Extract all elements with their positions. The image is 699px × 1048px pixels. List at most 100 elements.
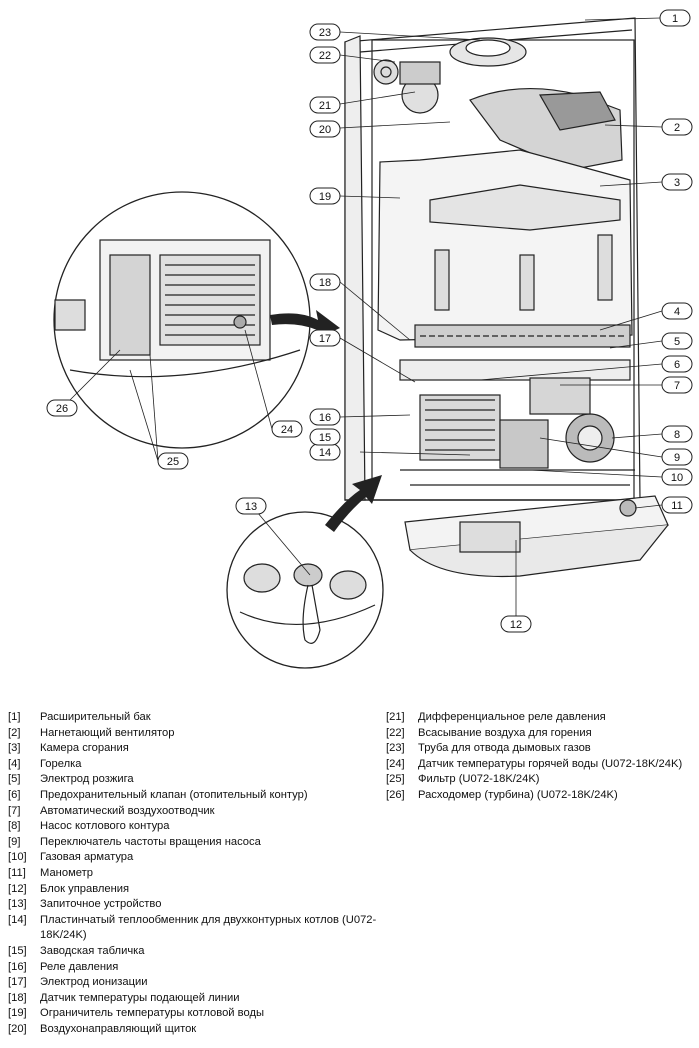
legend-number: [15] [8, 944, 27, 957]
svg-text:5: 5 [674, 336, 680, 348]
callout-17: 17 [309, 329, 341, 347]
svg-text:9: 9 [674, 452, 680, 464]
callout-12: 12 [500, 615, 532, 633]
legend-number: [9] [8, 835, 21, 848]
combustion-chamber [377, 149, 633, 341]
legend-item: [3] Камера сгорания [8, 741, 378, 757]
leader-lines [61, 17, 663, 616]
svg-text:14: 14 [319, 447, 331, 459]
legend-description: Дифференциальное реле давления [418, 711, 606, 723]
svg-text:2: 2 [674, 122, 680, 134]
legend-item: [24]Датчик температуры горячей воды (U07… [386, 757, 696, 773]
burner [414, 324, 631, 348]
legend-item: [11]Манометр [8, 866, 378, 882]
legend-item: [21]Дифференциальное реле давления [386, 710, 696, 726]
legend-number: [25] [386, 773, 405, 786]
legend-description: Электрод ионизации [40, 976, 148, 989]
legend-description: Электрод розжига [40, 773, 134, 786]
legend-number: [3] [8, 742, 21, 755]
callout-1: 1 [659, 9, 691, 27]
callout-6: 6 [661, 355, 693, 373]
svg-text:17: 17 [319, 333, 331, 345]
callout-7: 7 [661, 376, 693, 394]
legend-item: [5]Электрод розжига [8, 772, 378, 788]
legend-item: [13] Запиточное устройство [8, 897, 378, 913]
callout-21: 21 [309, 96, 341, 114]
callout-10: 10 [661, 468, 693, 486]
legend-description: Ограничитель температуры котловой воды [40, 1007, 265, 1020]
legend-item: [10]Газовая арматура [8, 850, 378, 866]
legend-number: [11] [8, 866, 26, 879]
legend-description: Датчик температуры подающей линии [40, 991, 240, 1004]
svg-text:12: 12 [510, 619, 522, 631]
callout-24: 24 [271, 420, 303, 438]
callout-23: 23 [309, 23, 341, 41]
legend-description: Пластинчатый теплообменник для двухконту… [40, 913, 377, 942]
legend-right-column: [21]Дифференциальное реле давления[22] Вс… [386, 710, 696, 804]
legend-number: [8] [8, 820, 21, 833]
legend-item: [19]Ограничитель температуры котловой во… [8, 1006, 378, 1022]
svg-text:24: 24 [281, 424, 293, 436]
callout-5: 5 [661, 332, 693, 350]
svg-text:4: 4 [674, 306, 680, 318]
legend-item: [25]Фильтр (U072-18K/24K) [386, 772, 696, 788]
legend-item: [6]Предохранительный клапан (отопительны… [8, 788, 378, 804]
svg-text:18: 18 [319, 277, 331, 289]
svg-text:13: 13 [245, 501, 257, 513]
flue-outlet [373, 37, 527, 85]
legend-description: Автоматический воздухоотводчик [40, 804, 215, 817]
svg-text:20: 20 [319, 124, 331, 136]
svg-text:15: 15 [319, 432, 331, 444]
svg-text:23: 23 [319, 27, 331, 39]
legend-item: [2] Нагнетающий вентилятор [8, 726, 378, 742]
legend-description: Труба для отвода дымовых газов [418, 742, 591, 755]
svg-text:19: 19 [319, 191, 331, 203]
legend-description: Переключатель частоты вращения насоса [40, 835, 261, 848]
legend-description: Запиточное устройство [40, 898, 162, 911]
callout-4: 4 [661, 302, 693, 320]
legend-number: [6] [8, 788, 21, 801]
legend-number: [22] [386, 726, 405, 739]
legend-description: Камера сгорания [40, 742, 129, 755]
legend-item: [20] Воздухонаправляющий щиток [8, 1022, 378, 1038]
legend-left-column: [1]Расширительный бак[2]Нагнетающий вент… [8, 710, 378, 1037]
callout-labels: 1 2 3 4 5 6 7 8 9 10 11 12 13 14 15 16 1… [46, 9, 693, 633]
legend-number: [10] [8, 851, 27, 864]
callout-19: 19 [309, 187, 341, 205]
legend-description: Блок управления [40, 882, 130, 895]
svg-text:1: 1 [672, 13, 678, 25]
callout-20: 20 [309, 120, 341, 138]
legend-description: Заводская табличка [40, 944, 145, 957]
hydraulic-block [399, 359, 635, 486]
svg-text:26: 26 [56, 403, 68, 415]
legend-description: Расходомер (турбина) (U072-18K/24K) [418, 788, 618, 801]
legend-item: [23]Труба для отвода дымовых газов [386, 741, 696, 757]
legend-item: [4]Горелка [8, 757, 378, 773]
legend-number: [20] [8, 1022, 27, 1035]
legend-number: [2] [8, 726, 21, 739]
callout-2: 2 [661, 118, 693, 136]
svg-text:21: 21 [319, 100, 331, 112]
legend-description: Воздухонаправляющий щиток [40, 1022, 197, 1035]
svg-text:11: 11 [671, 500, 682, 512]
svg-text:6: 6 [674, 359, 680, 371]
legend-item: [22] Всасывание воздуха для горения [386, 726, 696, 742]
svg-text:22: 22 [319, 50, 331, 62]
callout-16: 16 [309, 408, 341, 426]
legend-number: [14] [8, 913, 27, 926]
svg-text:10: 10 [671, 472, 683, 484]
legend-item: [26] Расходомер (турбина) (U072-18K/24K) [386, 788, 696, 804]
legend-number: [26] [386, 788, 405, 801]
svg-text:25: 25 [167, 456, 179, 468]
legend-description: Нагнетающий вентилятор [40, 726, 175, 739]
legend-number: [13] [8, 898, 27, 911]
callout-15: 15 [309, 428, 341, 446]
legend-number: [18] [8, 991, 27, 1004]
legend-description: Реле давления [40, 960, 119, 973]
fan-assembly [399, 61, 623, 171]
callout-22: 22 [309, 46, 341, 64]
legend-number: [7] [8, 804, 21, 817]
legend-description: Всасывание воздуха для горения [418, 726, 592, 739]
svg-text:8: 8 [674, 429, 680, 441]
legend-item: [9] Переключатель частоты вращения насоса [8, 835, 378, 851]
